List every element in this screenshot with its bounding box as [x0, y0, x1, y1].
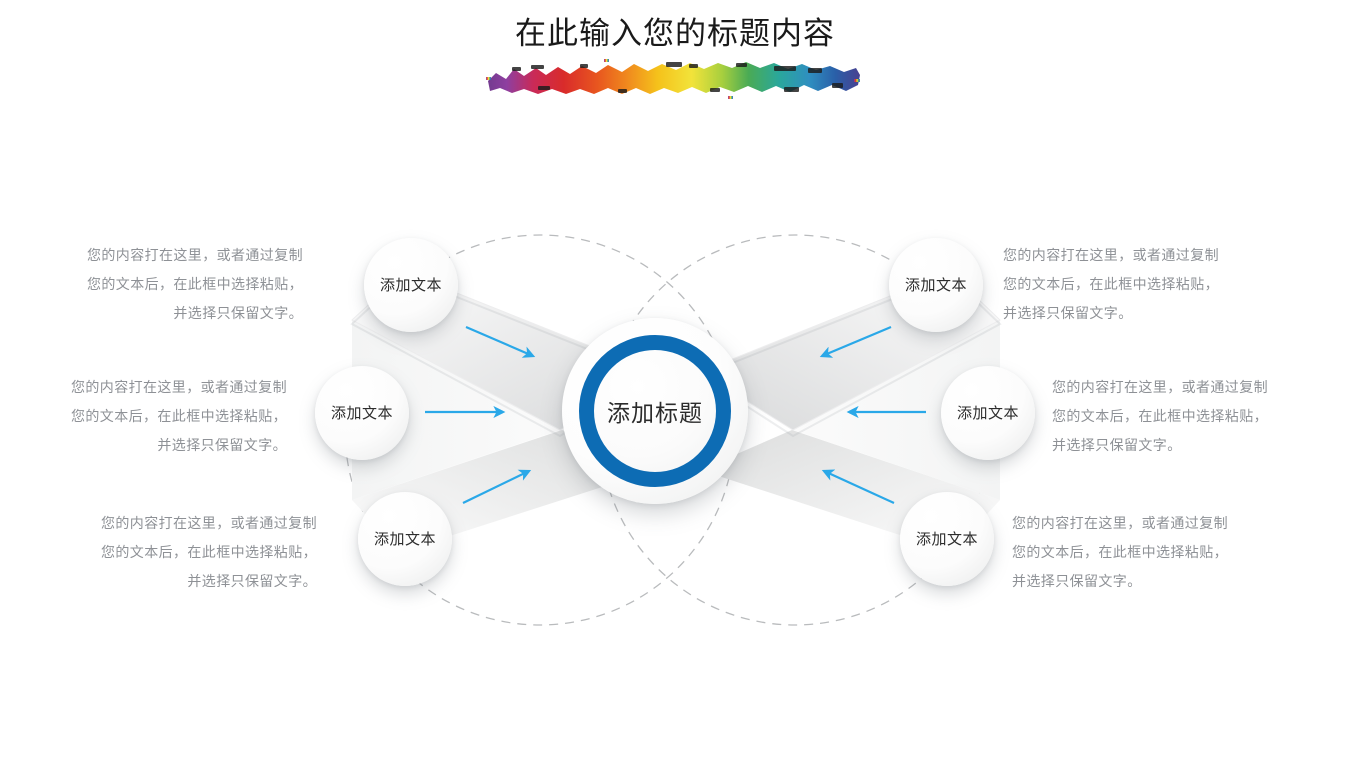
node-left-top[interactable]: 添加文本 — [364, 238, 458, 332]
center-hub-label: 添加标题 — [607, 400, 703, 426]
node-right-middle[interactable]: 添加文本 — [941, 366, 1035, 460]
node-label: 添加文本 — [905, 276, 968, 294]
node-label: 添加文本 — [380, 276, 443, 294]
description-left-top: 您的内容打在这里，或者通过复制您的文本后，在此框中选择粘贴，并选择只保留文字。 — [87, 247, 303, 321]
page-title: 在此输入您的标题内容 — [515, 16, 835, 51]
center-hub-ring: 添加标题 — [579, 335, 731, 487]
node-left-bottom[interactable]: 添加文本 — [358, 492, 452, 586]
connector-arrows — [425, 325, 926, 505]
description-left-bottom: 您的内容打在这里，或者通过复制您的文本后，在此框中选择粘贴，并选择只保留文字。 — [101, 515, 317, 589]
node-label: 添加文本 — [916, 530, 979, 548]
node-left-middle[interactable]: 添加文本 — [315, 366, 409, 460]
description-right-bottom: 您的内容打在这里，或者通过复制您的文本后，在此框中选择粘贴，并选择只保留文字。 — [1012, 515, 1228, 589]
arrow-right-bottom — [821, 469, 895, 505]
node-label: 添加文本 — [957, 404, 1020, 422]
node-right-top[interactable]: 添加文本 — [889, 238, 983, 332]
node-label: 添加文本 — [331, 404, 394, 422]
arrow-left-bottom — [462, 469, 532, 504]
description-left-middle: 您的内容打在这里，或者通过复制您的文本后，在此框中选择粘贴，并选择只保留文字。 — [71, 379, 287, 453]
rainbow-paint-splash-icon — [484, 55, 862, 99]
description-right-top: 您的内容打在这里，或者通过复制您的文本后，在此框中选择粘贴，并选择只保留文字。 — [1003, 247, 1219, 321]
description-right-middle: 您的内容打在这里，或者通过复制您的文本后，在此框中选择粘贴，并选择只保留文字。 — [1052, 379, 1268, 453]
node-right-bottom[interactable]: 添加文本 — [900, 492, 994, 586]
center-hub[interactable]: 添加标题 — [562, 318, 748, 504]
node-label: 添加文本 — [374, 530, 437, 548]
arrow-left-top — [465, 325, 536, 358]
arrow-right-top — [819, 325, 892, 358]
